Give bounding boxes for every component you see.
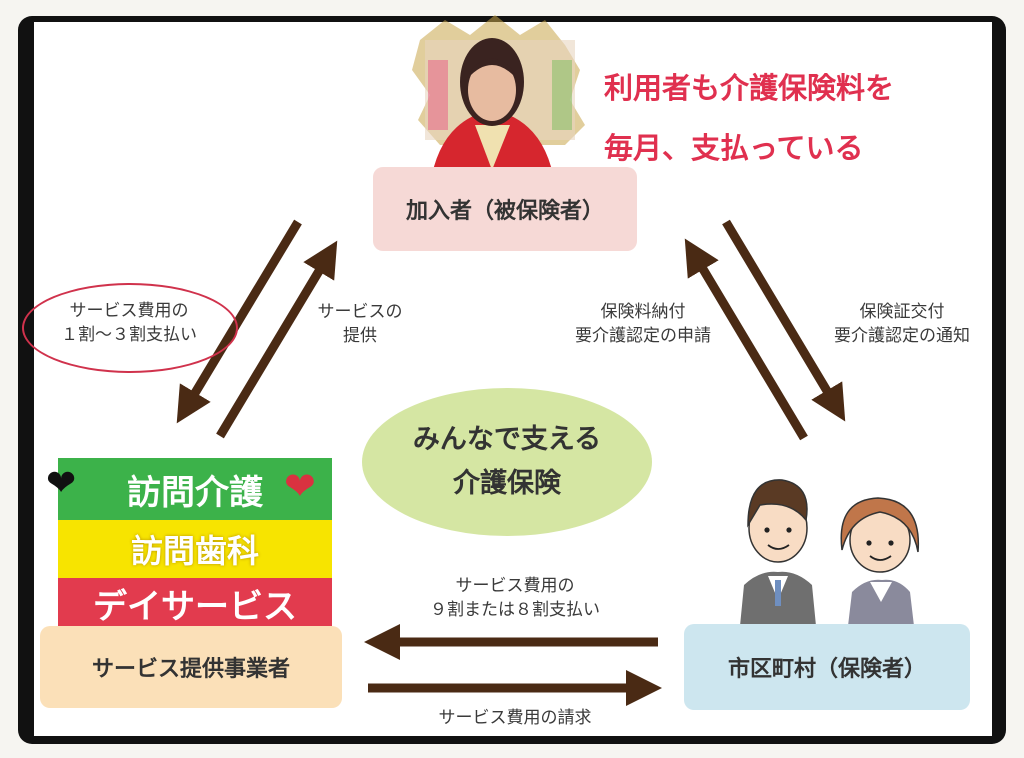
certificate-line1: 保険証交付 (859, 302, 945, 322)
provider-label: サービス提供事業者 (91, 657, 290, 682)
payment-line2: ９割または８割支払い (430, 600, 600, 620)
claim-label: サービス費用の請求 (438, 708, 592, 728)
service-home-care: 訪問介護 (127, 472, 263, 513)
copay-highlight-ellipse (22, 283, 238, 373)
copay-line2: １割〜３割支払い (61, 325, 197, 345)
certificate-line2: 要介護認定の通知 (834, 326, 970, 346)
arrow-subscriber-to-provider (176, 219, 302, 424)
subscriber-note: 利用者も介護保険料を 毎月、支払っている (604, 58, 894, 178)
service-band-dental: 訪問歯科 (58, 520, 332, 578)
payment-label: サービス費用の ９割または８割支払い (400, 574, 630, 622)
service-band-home-care: 訪問介護 (58, 458, 332, 520)
arrow-provider-to-subscriber (216, 240, 338, 439)
red-checker-heart-icon: ❤ (284, 464, 316, 508)
provider-node: サービス提供事業者 (40, 626, 342, 708)
service-band-day-service: デイサービス (58, 578, 332, 628)
premium-line2: 要介護認定の申請 (575, 326, 711, 346)
center-ellipse: みんなで支える 介護保険 (362, 388, 652, 536)
copay-line1: サービス費用の (69, 301, 189, 321)
municipality-node: 市区町村（保険者） (684, 624, 970, 710)
copay-label: サービス費用の １割〜３割支払い (30, 299, 228, 347)
payment-line1: サービス費用の (455, 576, 575, 596)
checker-heart-icon: ❤ (46, 463, 77, 504)
center-line1: みんなで支える (412, 424, 602, 455)
service-line2: 提供 (343, 326, 377, 346)
subscriber-label: 加入者（被保険者） (405, 199, 604, 224)
service-label: サービスの 提供 (300, 300, 420, 348)
subscriber-note-line2: 毎月、支払っている (604, 131, 864, 165)
municipality-label: 市区町村（保険者） (727, 657, 926, 682)
certificate-label: 保険証交付 要介護認定の通知 (812, 300, 992, 348)
subscriber-note-line1: 利用者も介護保険料を (604, 71, 895, 105)
arrow-municipality-to-subscriber (684, 238, 808, 441)
center-line2: 介護保険 (453, 468, 561, 499)
premium-label: 保険料納付 要介護認定の申請 (548, 300, 738, 348)
service-line1: サービスの (317, 302, 403, 322)
premium-line1: 保険料納付 (600, 302, 686, 322)
service-dental: 訪問歯科 (130, 532, 259, 570)
arrow-subscriber-to-municipality (722, 219, 846, 422)
service-day-service: デイサービス (93, 586, 297, 627)
subscriber-node: 加入者（被保険者） (373, 167, 637, 251)
